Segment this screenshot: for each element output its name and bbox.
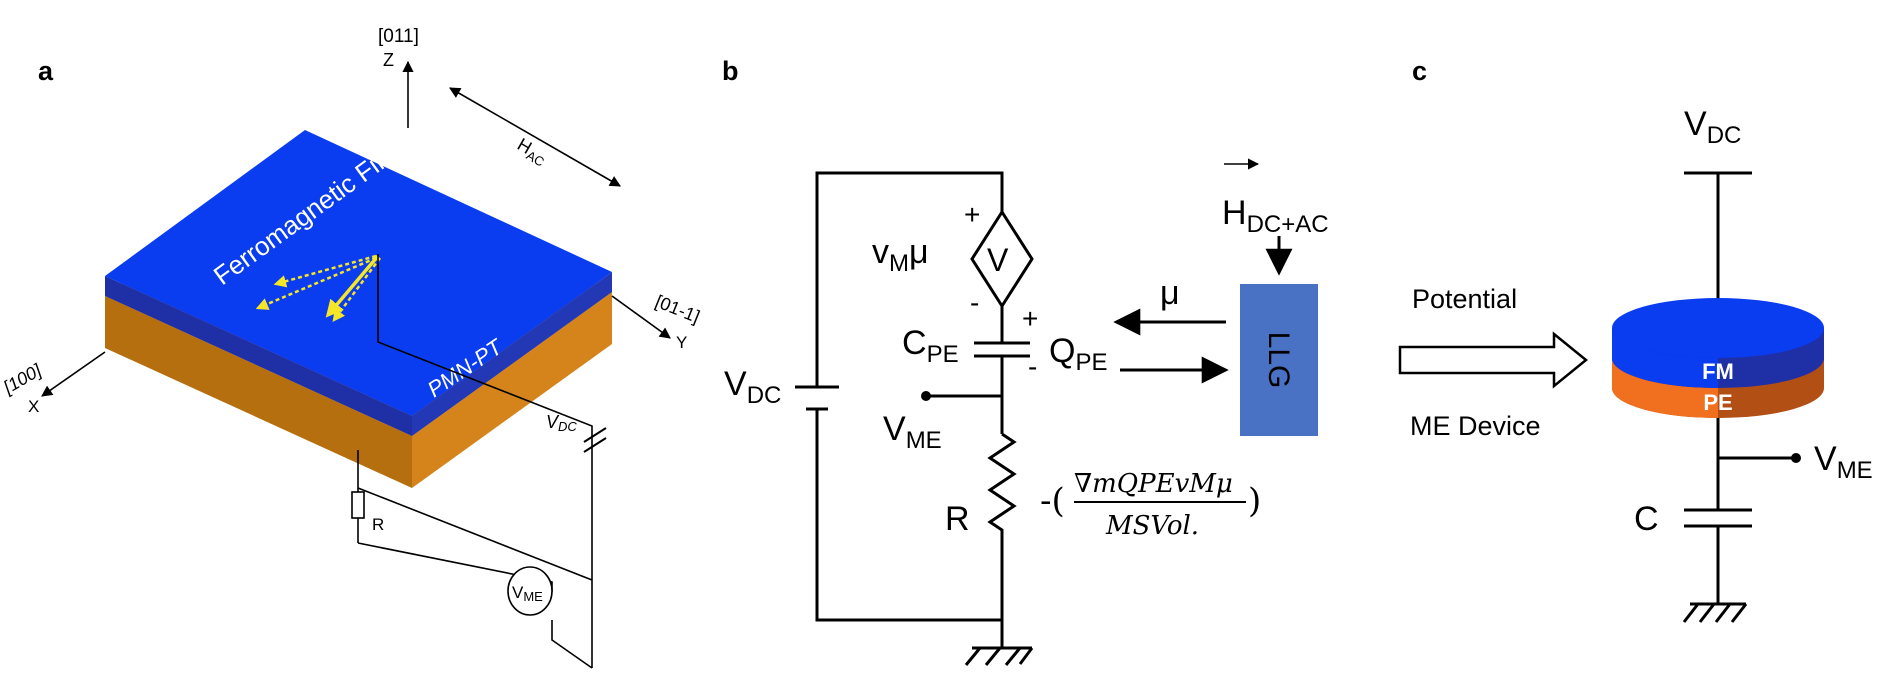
formula: -( ∇mQPEvMμ MSVol. ) — [1040, 469, 1261, 541]
vm-mu-label: vMμ — [872, 233, 929, 277]
ground-hatch-1 — [964, 647, 982, 666]
ground-hatch-3 — [1004, 647, 1022, 666]
meter-vme-label: VME — [512, 583, 543, 604]
z-direction-label: [011] — [378, 26, 419, 47]
vdc-label-c: VDC — [1684, 105, 1741, 149]
potential-label: Potential — [1412, 284, 1517, 314]
c-label: C — [1634, 500, 1659, 538]
x-direction-label: [100] — [0, 360, 46, 398]
left-wire-bottom — [815, 409, 1002, 622]
film-top-face — [105, 130, 612, 416]
source-minus: - — [970, 287, 979, 318]
panel-a-label: a — [38, 56, 54, 86]
cross-wire — [357, 487, 593, 581]
panel-a-circuit: R VME VDC — [351, 254, 607, 669]
vdc-label-a: VDC — [546, 412, 577, 434]
meter-return-wire — [551, 620, 593, 669]
top-electrode-wire — [377, 254, 593, 668]
left-wire-top — [815, 171, 1004, 387]
h-dcac-label: HDC+AC — [1222, 194, 1329, 238]
panel-b-label: b — [722, 56, 739, 86]
cap-minus: - — [1028, 351, 1037, 382]
vme-label-b: VME — [883, 410, 942, 454]
vme-node-c — [1791, 453, 1801, 463]
magnetization-arrow-1 — [273, 254, 377, 288]
h-ac-label: HAC — [513, 134, 551, 169]
vme-label-c: VME — [1814, 440, 1873, 484]
resistor-r — [987, 432, 1017, 620]
magnetization-arrow-3 — [332, 257, 382, 323]
qpe-label: QPE — [1049, 332, 1107, 376]
h-ac-double-arrow — [449, 87, 621, 187]
cpe-label: CPE — [902, 324, 959, 368]
magnetization-arrow-4 — [255, 256, 377, 310]
vdc-label-b: VDC — [724, 365, 781, 409]
ground-hatch-4 — [1018, 647, 1034, 665]
r-label: R — [945, 500, 970, 538]
formula-denominator: MSVol. — [1105, 511, 1199, 541]
fm-disc-front — [1612, 328, 1718, 388]
vdc-capacitor-plate-2 — [583, 437, 607, 453]
llg-block — [1240, 284, 1318, 436]
film-side-face — [412, 272, 612, 436]
ground-hatch-2 — [984, 647, 1002, 666]
formula-suffix: ) — [1248, 481, 1261, 521]
x-axis-label: X — [28, 397, 39, 416]
vme-node — [921, 391, 931, 401]
resistor — [351, 491, 365, 519]
pmnpt-front-face — [105, 296, 412, 488]
y-axis-arrow — [611, 295, 671, 339]
panel-a: a [011] Z HAC [01-1] Y [100] X Ferromagn… — [0, 26, 703, 669]
mu-label: μ — [1160, 274, 1180, 312]
hollow-arrow — [1398, 331, 1588, 389]
vme-meter — [507, 566, 553, 616]
magnetization-arrow-2 — [325, 254, 380, 318]
cap-plus: + — [1022, 303, 1038, 334]
vdc-capacitor-plate-1 — [583, 427, 607, 443]
panel-c-label: c — [1412, 56, 1427, 86]
ground-hatch-c-2 — [1698, 603, 1716, 623]
fm-label: FM — [1702, 359, 1734, 384]
ground-hatch-c-4 — [1730, 603, 1748, 623]
resistor-label: R — [372, 515, 384, 534]
fm-disc-top — [1612, 298, 1824, 358]
formula-numerator: ∇mQPEvMμ — [1074, 469, 1233, 499]
y-axis-label: Y — [676, 333, 687, 352]
panel-c: c VDC FM PE VME C — [1412, 56, 1873, 623]
ground-hatch-c-1 — [1682, 603, 1700, 623]
potential-arrow-group: Potential ME Device — [1398, 284, 1588, 441]
film-front-face — [105, 276, 412, 436]
pe-disc-front — [1612, 358, 1718, 418]
pe-label: PE — [1703, 390, 1732, 415]
x-axis-arrow — [41, 351, 106, 397]
source-plus: + — [964, 199, 980, 230]
me-device-label: ME Device — [1410, 411, 1541, 441]
ground-hatch-c-3 — [1714, 603, 1732, 623]
y-direction-label: [01-1] — [653, 291, 703, 327]
llg-label: LLG — [1262, 332, 1295, 389]
formula-prefix: -( — [1040, 481, 1065, 521]
panel-b: b VDC V + - vMμ + - CPE QPE VME R — [722, 56, 1329, 666]
source-label: V — [987, 242, 1009, 278]
pmnpt-side-face — [412, 292, 612, 488]
z-axis-label: Z — [383, 50, 394, 70]
